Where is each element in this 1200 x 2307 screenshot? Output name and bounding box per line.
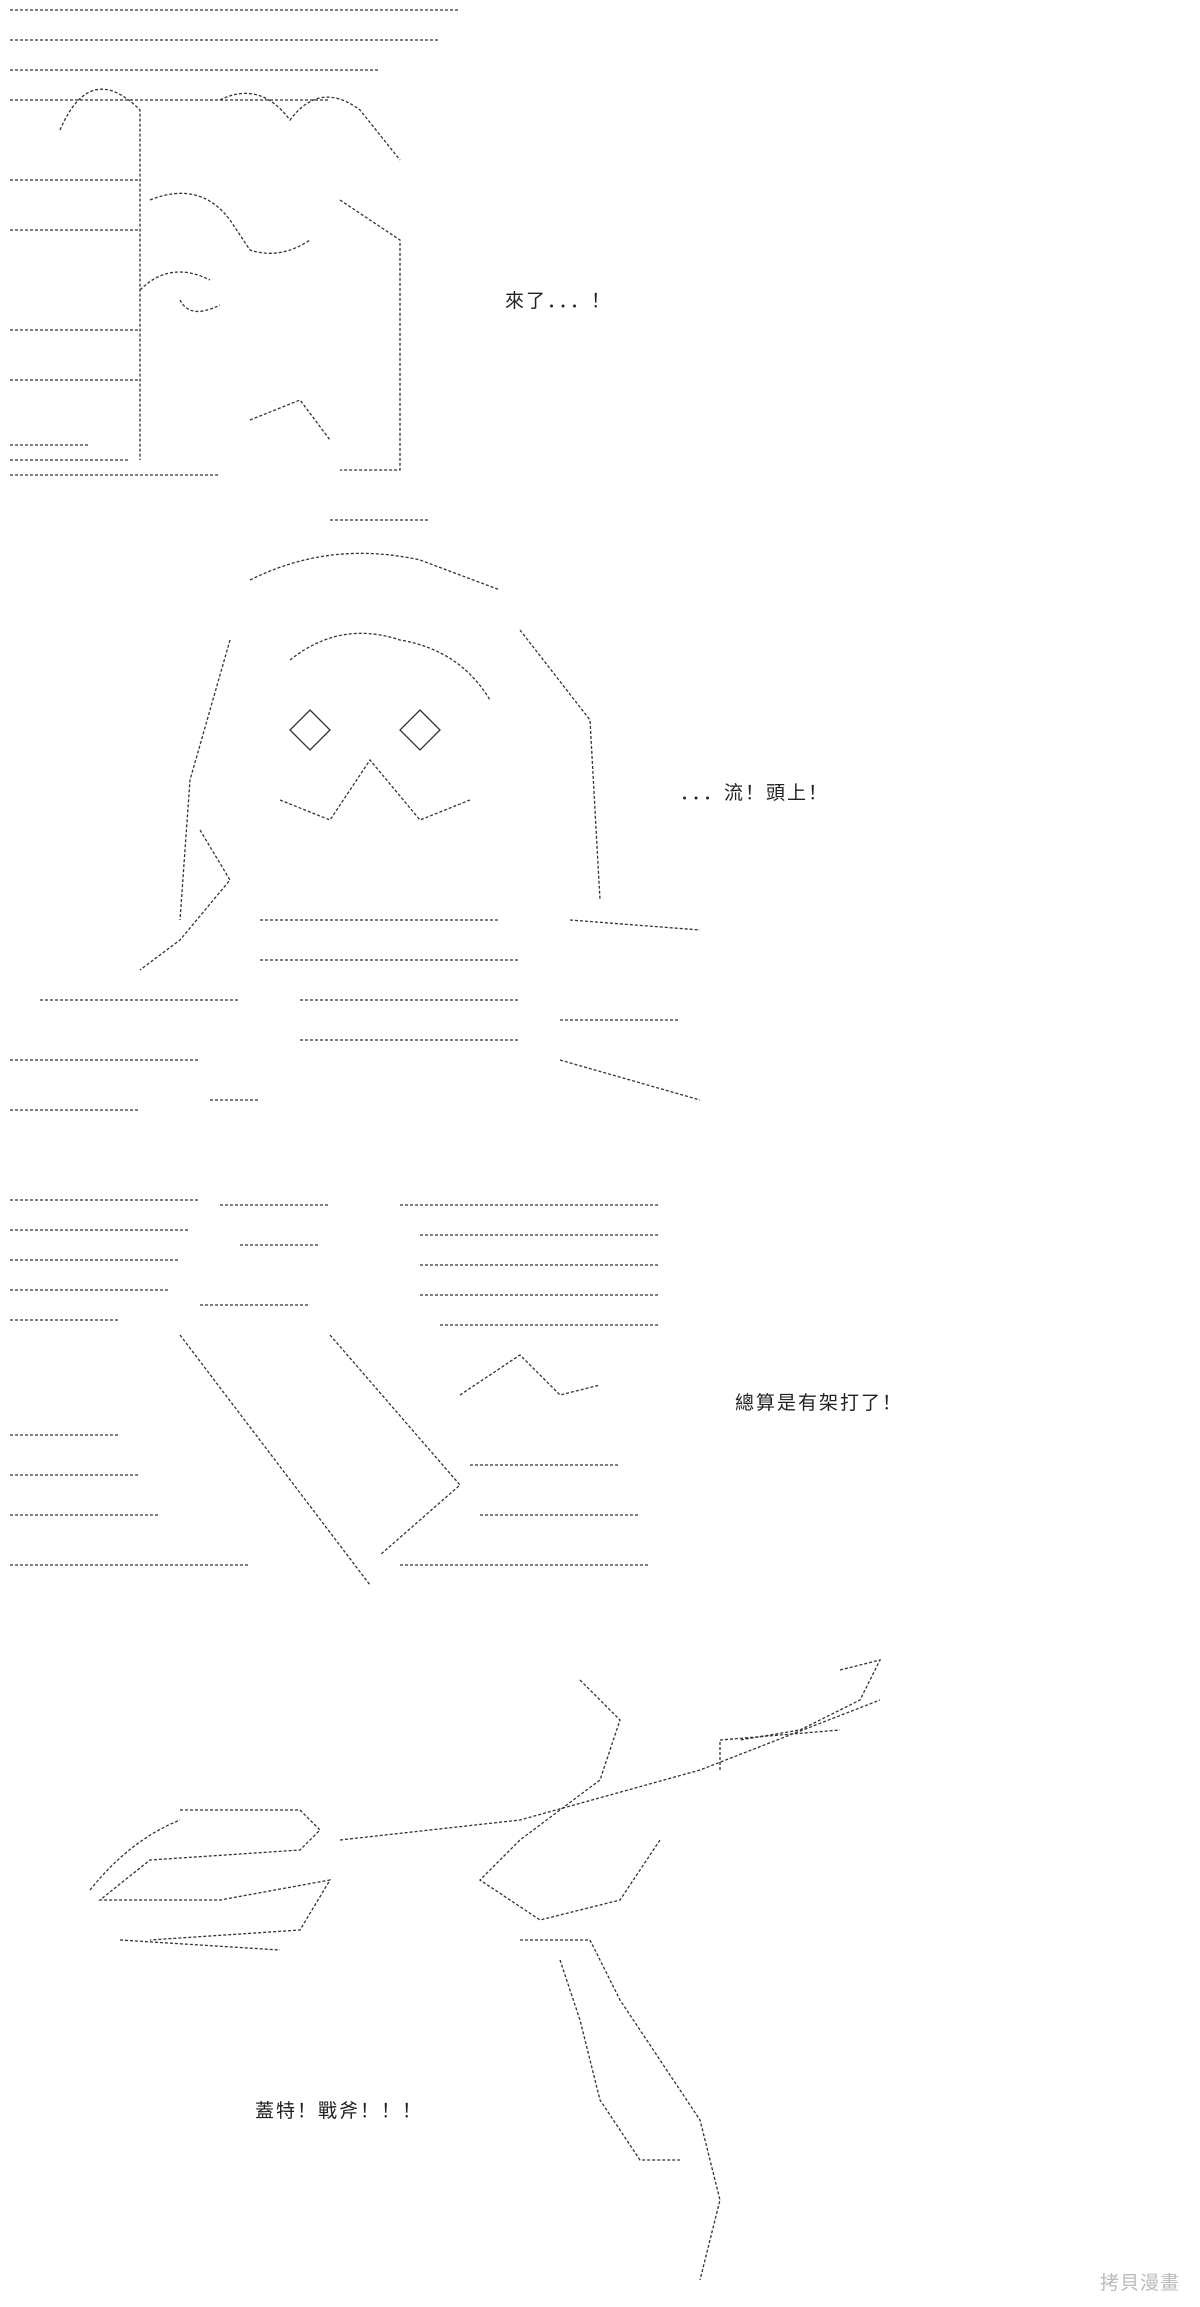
panel-4-art <box>0 1640 1000 2300</box>
action-scene-art <box>10 1199 660 1586</box>
panel-3-art <box>0 1185 680 1595</box>
panel-1-caption: 來了．．．！ <box>505 290 613 312</box>
panel-2-art <box>0 500 740 1140</box>
armored-character-art <box>10 519 701 1111</box>
panel-4-caption: 蓋特！戰斧！！！ <box>255 2100 424 2122</box>
watermark: 拷貝漫畫 <box>1099 2272 1180 2294</box>
panel-1-art <box>0 0 480 490</box>
panel-2-caption: ．．．流！頭上！ <box>680 782 830 804</box>
panel-3-caption: 總算是有架打了！ <box>735 1392 904 1414</box>
character-portrait-art <box>10 9 460 476</box>
getter-tomahawk-art <box>89 1659 882 2281</box>
